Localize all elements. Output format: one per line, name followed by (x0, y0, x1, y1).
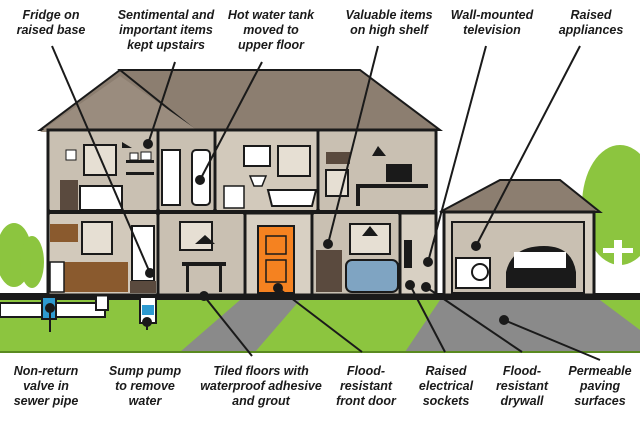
living-room (316, 223, 412, 293)
label-drywall: Flood- resistant drywall (495, 364, 549, 408)
bathroom (223, 145, 318, 209)
tree-left (0, 223, 44, 288)
label-sockets: Raised electrical sockets (418, 364, 474, 408)
label-tiled: Tiled floors with waterproof adhesive an… (200, 364, 322, 408)
bedroom-left (60, 142, 154, 211)
label-fridge: Fridge on raised base (16, 8, 86, 37)
label-hot-water: Hot water tank moved to upper floor (227, 8, 315, 52)
hot-water-tank (161, 149, 211, 206)
tree-right (582, 145, 640, 295)
label-valuable: Valuable items on high shelf (345, 8, 433, 37)
front-door (257, 225, 295, 294)
label-nonreturn: Non-return valve in sewer pipe (13, 364, 79, 408)
label-sentimental: Sentimental and important items kept ups… (117, 8, 215, 52)
callout-lines (45, 45, 601, 361)
label-sump: Sump pump to remove water (108, 364, 182, 408)
garage (439, 179, 603, 297)
label-appliances: Raised appliances (558, 8, 624, 37)
kitchen (49, 221, 156, 293)
dining-room (179, 221, 226, 292)
label-door: Flood- resistant front door (336, 364, 396, 408)
label-tv: Wall-mounted television (450, 8, 534, 37)
label-paving: Permeable paving surfaces (568, 364, 632, 408)
